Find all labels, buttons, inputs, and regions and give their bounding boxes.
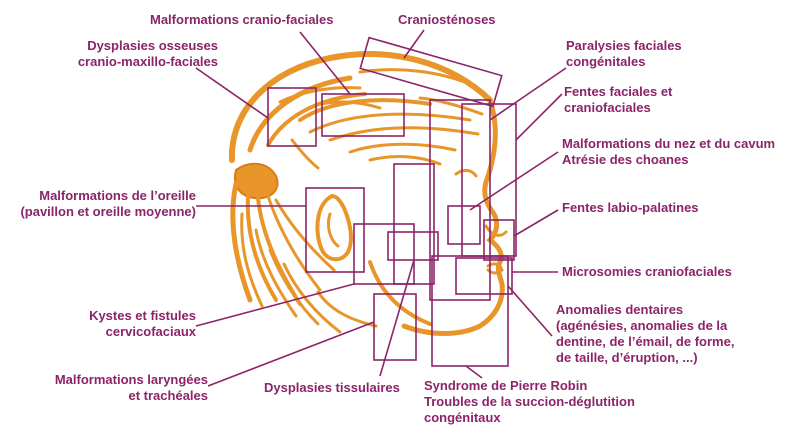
- label-fentes-faciales: Fentes faciales et craniofaciales: [564, 84, 672, 116]
- face-profile: [404, 100, 502, 334]
- label-line: Fentes faciales et: [564, 84, 672, 100]
- label-malformations-nez: Malformations du nez et du cavum Atrésie…: [562, 136, 775, 168]
- label-line: dentine, de l’émail, de forme,: [556, 334, 734, 350]
- label-line: Malformations cranio-faciales: [150, 12, 334, 28]
- label-line: Syndrome de Pierre Robin: [424, 378, 635, 394]
- box-nez-cavum: [448, 206, 480, 244]
- label-line: Fentes labio-palatines: [562, 200, 699, 216]
- label-line: Craniosténoses: [398, 12, 496, 28]
- label-line: (agénésies, anomalies de la: [556, 318, 734, 334]
- leader-dentaires: [508, 286, 552, 336]
- label-anomalies-dentaires: Anomalies dentaires (agénésies, anomalie…: [556, 302, 734, 366]
- label-line: cervicofaciaux: [40, 324, 196, 340]
- label-line: congénitaux: [424, 410, 635, 426]
- label-line: Kystes et fistules: [40, 308, 196, 324]
- box-kystes: [354, 224, 414, 284]
- label-malformations-cranio-faciales: Malformations cranio-faciales: [150, 12, 334, 28]
- label-pierre-robin: Syndrome de Pierre Robin Troubles de la …: [424, 378, 635, 426]
- label-line: craniofaciales: [564, 100, 672, 116]
- ear-inner: [328, 214, 338, 246]
- label-line: de taille, d’éruption, ...): [556, 350, 734, 366]
- leader-nez: [470, 152, 558, 210]
- leader-fentes-labio: [514, 210, 558, 236]
- ponytail-knot: [235, 164, 278, 199]
- label-dysplasies-tissulaires: Dysplasies tissulaires: [264, 380, 400, 396]
- hair-strand: [350, 144, 455, 152]
- hair-strand: [292, 140, 318, 168]
- label-craniostenoses: Craniosténoses: [398, 12, 496, 28]
- leader-larynx: [208, 322, 374, 386]
- leader-lines: [196, 30, 566, 386]
- label-line: Dysplasies osseuses: [40, 38, 218, 54]
- ponytail-strand: [284, 264, 340, 332]
- eye: [456, 170, 476, 176]
- label-line: Microsomies craniofaciales: [562, 264, 732, 280]
- label-line: Dysplasies tissulaires: [264, 380, 400, 396]
- label-line: et trachéales: [30, 388, 208, 404]
- label-line: Anomalies dentaires: [556, 302, 734, 318]
- leader-pierre-robin: [466, 366, 482, 378]
- leader-fentes-faciales: [516, 94, 562, 140]
- hair-strokes: [232, 54, 506, 333]
- leader-craniostenoses: [404, 30, 424, 58]
- jaw-line: [370, 262, 430, 324]
- label-malformations-oreille: Malformations de l’oreille (pavillon et …: [0, 188, 196, 220]
- label-line: Troubles de la succion-déglutition: [424, 394, 635, 410]
- label-kystes-fistules: Kystes et fistules cervicofaciaux: [40, 308, 196, 340]
- label-paralysies-faciales: Paralysies faciales congénitales: [566, 38, 682, 70]
- label-line: Atrésie des choanes: [562, 152, 775, 168]
- label-line: cranio-maxillo-faciales: [40, 54, 218, 70]
- leader-tissulaires: [380, 260, 414, 376]
- label-line: Malformations de l’oreille: [0, 188, 196, 204]
- label-line: (pavillon et oreille moyenne): [0, 204, 196, 220]
- label-microsomies: Microsomies craniofaciales: [562, 264, 732, 280]
- label-fentes-labio-palatines: Fentes labio-palatines: [562, 200, 699, 216]
- label-line: congénitales: [566, 54, 682, 70]
- label-malformations-laryngees: Malformations laryngées et trachéales: [30, 372, 208, 404]
- ponytail-strand: [268, 196, 320, 290]
- label-line: Malformations du nez et du cavum: [562, 136, 775, 152]
- label-line: Malformations laryngées: [30, 372, 208, 388]
- label-dysplasies-osseuses: Dysplasies osseuses cranio-maxillo-facia…: [40, 38, 218, 70]
- label-line: Paralysies faciales: [566, 38, 682, 54]
- ear-outer: [317, 196, 351, 259]
